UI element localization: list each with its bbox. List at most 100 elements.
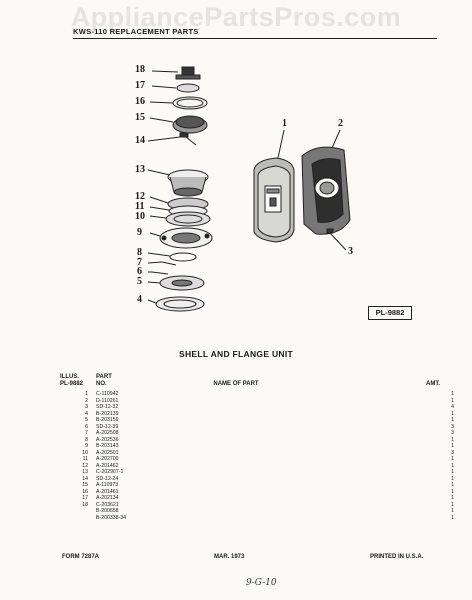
- row-amount: 1: [451, 443, 454, 449]
- callout-6: 6: [137, 266, 142, 277]
- row-amount: 3: [451, 423, 454, 430]
- table-row: 17A-202134Closure Base - Disc1: [60, 495, 454, 502]
- row-illus: 5: [85, 417, 88, 423]
- table-row: 7A-202508Screw - Support3: [60, 430, 454, 437]
- callout-18: 18: [135, 64, 145, 75]
- part-6-screw: [151, 271, 169, 275]
- row-part-number: B-202139: [96, 410, 119, 417]
- row-amount: 1: [451, 488, 454, 495]
- row-illus: 18: [82, 501, 88, 508]
- col-head-part-label: PART: [96, 374, 112, 380]
- row-part-number: B-203143: [96, 443, 119, 449]
- callout-13: 13: [135, 164, 145, 175]
- row-amount: 1: [451, 410, 454, 417]
- row-amount: 1: [451, 456, 454, 462]
- row-illus: 13: [82, 469, 88, 475]
- part-9-support-plate: [159, 227, 213, 249]
- table-row: 15A-110973Closure Base & Magnet Assy.1: [60, 482, 454, 489]
- callout-10: 10: [135, 211, 145, 222]
- row-part-number: C-110942: [96, 391, 119, 397]
- table-row: 11A-202700Washer - Pressure1: [60, 456, 454, 463]
- row-part-number: B-203159: [96, 417, 119, 423]
- callout-14: 14: [135, 135, 145, 146]
- plate-id-box: PL-9882: [368, 306, 412, 320]
- footer-form: FORM 7287A: [62, 554, 100, 560]
- row-illus: 6: [85, 423, 88, 430]
- callout-7: 7: [137, 257, 142, 268]
- row-part-number: C-203621: [96, 501, 119, 508]
- callout-17: 17: [135, 80, 145, 91]
- part-10-ring: [165, 211, 211, 227]
- col-head-amt: AMT.: [426, 381, 440, 387]
- table-row: 2D-110261Rear Shell Assy.1: [60, 398, 454, 405]
- row-amount: 3: [451, 449, 454, 456]
- row-part-number: A-202508: [96, 430, 119, 436]
- table-row: 13C-202907-1Flange - Sink1: [60, 469, 454, 476]
- parts-table: 1C-110942Front Shell & Label Assy. (Spec…: [60, 391, 454, 521]
- callout-3: 3: [348, 246, 353, 257]
- part-18-handle: [175, 66, 201, 80]
- row-amount: 1: [451, 508, 454, 514]
- part-14-screw: [185, 136, 197, 146]
- section-title: SHELL AND FLANGE UNIT: [179, 349, 293, 359]
- row-amount: 1: [451, 495, 454, 501]
- table-row: 9B-203143Plate - Support1: [60, 443, 454, 450]
- row-part-number: A-202700: [96, 456, 119, 462]
- callout-4: 4: [137, 294, 142, 305]
- part-8-snap-ring: [169, 252, 197, 262]
- col-head-name: NAME OF PART: [213, 381, 259, 387]
- row-part-number: A-202501: [96, 449, 119, 456]
- row-part-number: SD-12-24: [96, 475, 119, 482]
- row-amount: 1: [451, 501, 454, 508]
- row-part-number: A-201462: [96, 462, 119, 469]
- row-amount: 3: [451, 430, 454, 436]
- exploded-parts-diagram: [147, 66, 351, 312]
- table-row: B-200338-34Sink Flange Assy. (Incl. Item…: [60, 515, 454, 522]
- row-illus: 3: [85, 404, 88, 410]
- col-head-illus-sub: PL-9882: [60, 381, 84, 387]
- row-illus: 14: [82, 475, 88, 482]
- row-illus: 17: [82, 495, 88, 501]
- row-amount: 1: [451, 397, 454, 404]
- part-17-disc: [176, 83, 200, 93]
- row-illus: 2: [85, 397, 88, 404]
- row-part-number: C-202907-1: [96, 469, 124, 475]
- row-illus: 8: [85, 436, 88, 443]
- table-row: 4B-202139Ring - Isolating1: [60, 411, 454, 418]
- table-row: 1C-110942Front Shell & Label Assy. (Spec…: [60, 391, 454, 398]
- part-4-isolating-ring: [155, 296, 205, 312]
- row-amount: 1: [451, 391, 454, 397]
- col-head-part: PART NO.: [96, 374, 112, 388]
- part-3-screw: [329, 232, 347, 251]
- row-part-number: A-202134: [96, 495, 119, 501]
- table-row: 8A-202536Ring - Snap1: [60, 437, 454, 444]
- row-part-number: B-200338-34: [96, 514, 126, 521]
- row-part-number: A-202536: [96, 436, 119, 443]
- row-part-number: A-201461: [96, 488, 119, 495]
- footer-printed: PRINTED IN U.S.A.: [370, 554, 424, 560]
- col-head-illus: ILLUS. PL-9882: [60, 374, 83, 388]
- row-part-number: SD-12-32: [96, 404, 119, 410]
- row-part-number: D-110261: [96, 397, 119, 404]
- callout-5: 5: [137, 276, 142, 287]
- row-amount: 1: [451, 514, 454, 521]
- page-header-title: KWS-110 REPLACEMENT PARTS: [73, 27, 199, 36]
- row-amount: 1: [451, 417, 454, 423]
- row-amount: 1: [451, 469, 454, 475]
- row-amount: 1: [451, 436, 454, 443]
- handwritten-note: 9-G-10: [246, 578, 277, 588]
- row-illus: 7: [85, 430, 88, 436]
- row-illus: 10: [82, 449, 88, 456]
- col-head-illus-label: ILLUS.: [60, 374, 79, 380]
- row-amount: 1: [451, 482, 454, 488]
- table-row: 16A-201461Seal - Closure1: [60, 489, 454, 496]
- callout-12: 12: [135, 191, 145, 202]
- part-7-screw: [161, 261, 177, 266]
- part-13-flange: [167, 169, 209, 197]
- callout-15: 15: [135, 112, 145, 123]
- callout-11: 11: [135, 201, 145, 212]
- row-illus: 9: [85, 443, 88, 449]
- part-2-rear-shell: [301, 146, 351, 235]
- table-row: 12A-201462Seal - Sink Flange1: [60, 463, 454, 470]
